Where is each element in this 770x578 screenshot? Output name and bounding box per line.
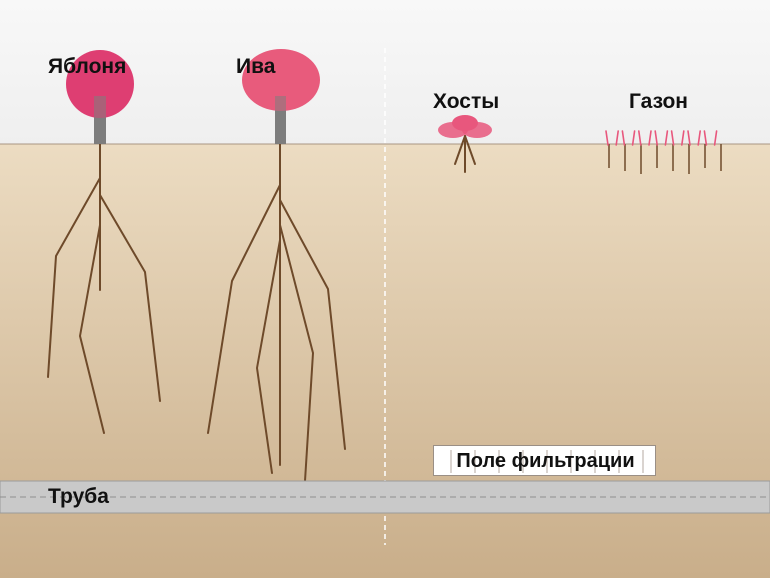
apple-roots xyxy=(47,143,161,434)
willow-trunk-overlay xyxy=(275,96,286,111)
filter-field-ticks xyxy=(450,450,644,473)
willow-trunk xyxy=(275,96,286,144)
lawn-blade xyxy=(621,130,626,146)
willow-label: Ива xyxy=(236,55,276,78)
lawn-label: Газон xyxy=(629,90,688,113)
lawn-grass xyxy=(605,130,722,174)
lawn-blade xyxy=(664,130,669,146)
hostas-roots xyxy=(454,135,476,173)
lawn-blade xyxy=(697,130,702,146)
lawn-blade xyxy=(680,130,685,146)
apple-label: Яблоня xyxy=(48,55,127,78)
willow-crown xyxy=(242,49,320,111)
lawn-blade xyxy=(713,130,718,146)
hostas-leaf-top xyxy=(452,115,478,131)
willow-roots xyxy=(207,143,346,482)
filter-field-box: Поле фильтрации xyxy=(433,445,656,476)
hostas-plant xyxy=(438,115,492,173)
filter-field-label: Поле фильтрации xyxy=(456,450,635,472)
pipe xyxy=(0,480,770,514)
willow-tree xyxy=(207,49,346,482)
lawn-blade xyxy=(670,130,675,146)
pipe-label: Труба xyxy=(48,485,109,508)
lawn-blade xyxy=(615,130,620,146)
lawn-blade xyxy=(637,130,642,146)
lawn-blade xyxy=(605,130,609,146)
lawn-blade xyxy=(631,130,636,146)
lawn-blade xyxy=(703,130,708,146)
apple-tree xyxy=(47,50,161,434)
apple-trunk-overlay xyxy=(94,96,106,118)
lawn-blade xyxy=(654,130,659,146)
lawn-blade xyxy=(648,130,652,146)
hostas-label: Хосты xyxy=(433,90,500,113)
lawn-blade xyxy=(687,130,691,146)
apple-crown xyxy=(66,50,134,118)
